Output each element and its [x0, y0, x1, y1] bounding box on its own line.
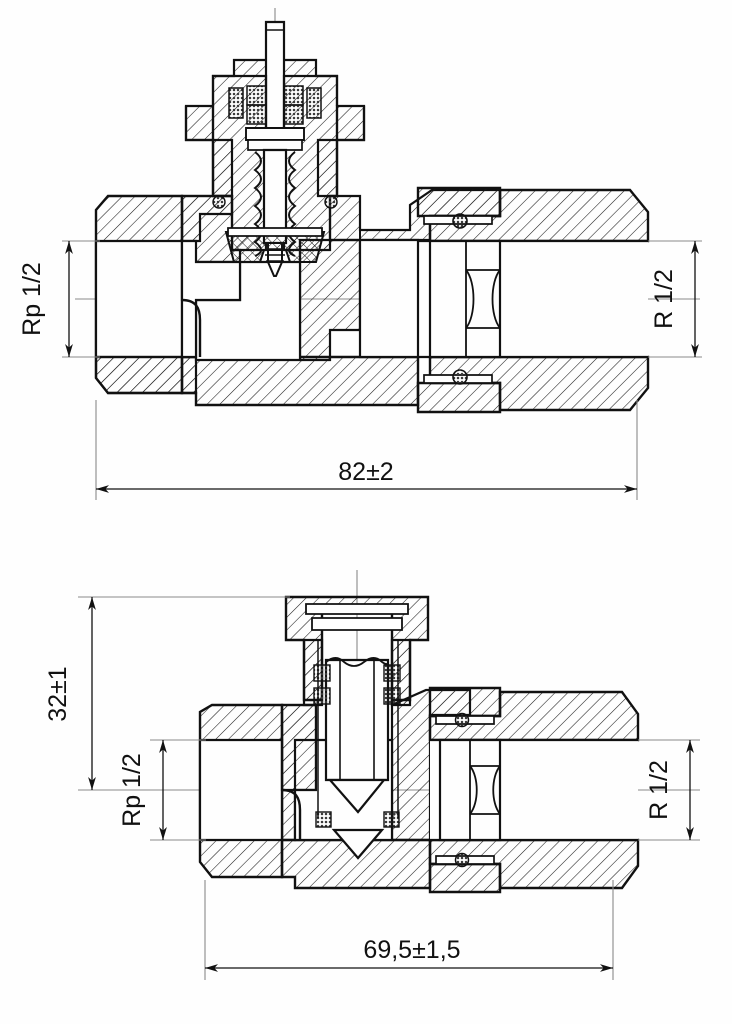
upper-valve-body [94, 186, 650, 414]
length-dimension-upper: 82±2 [338, 458, 393, 486]
lower-left-socket-bore [198, 738, 284, 842]
upper-bonnet-assembly [184, 20, 366, 277]
lower-insert-waist-right [492, 765, 501, 815]
length-dimension-lower: 69,5±1,5 [363, 936, 460, 964]
lower-union-nut-upper [428, 686, 502, 718]
lower-stem-column [324, 658, 390, 782]
lower-cap-rail-mid [311, 617, 403, 631]
upper-left-socket-bore [94, 239, 184, 359]
upper-insert-waist-right [491, 269, 501, 329]
lower-dim-height: 32±1 [44, 596, 290, 791]
thread-label-r-half-lower: R 1/2 [645, 760, 673, 820]
lower-cap-assembly [284, 595, 430, 860]
upper-dim-rp-half: Rp 1/2 [18, 240, 100, 358]
upper-union-nut-lower [416, 381, 502, 414]
upper-seal-retainer [227, 227, 323, 237]
upper-packing-ring-5 [228, 87, 244, 119]
upper-bonnet-flange-right [335, 104, 366, 142]
lower-union-nut-lower [428, 862, 502, 894]
upper-packing-ring-2 [246, 104, 267, 125]
lower-insert-waist-left [469, 765, 478, 815]
upper-insert-sleeve-ribs [465, 241, 500, 357]
upper-bonnet-oring-left [212, 195, 226, 209]
upper-gland-washer [245, 127, 305, 141]
lower-throat-curve [281, 788, 302, 840]
thread-label-rp-half-upper: Rp 1/2 [18, 262, 46, 336]
upper-dim-length: 82±2 [95, 400, 638, 500]
upper-valve-seal-disc [224, 231, 326, 263]
upper-bonnet-boss-left [233, 59, 267, 77]
lower-stem-oring-2 [313, 687, 331, 705]
upper-oring-bottom [452, 369, 468, 385]
lower-flow-plug-cone [331, 828, 385, 860]
upper-sectional-view: Rp 1/2 R 1/2 82±2 [18, 8, 702, 500]
upper-left-passage [180, 239, 242, 359]
lower-dim-r-half: R 1/2 [638, 739, 700, 841]
lower-stem-oring-5 [315, 811, 332, 828]
lower-dim-rp-half: Rp 1/2 [118, 739, 206, 841]
lower-valve-body [198, 686, 640, 894]
lower-oring-top [454, 712, 470, 728]
lower-stem-column-lines [339, 660, 375, 780]
upper-outlet-chamber [358, 238, 420, 359]
upper-body-bottom-slab [180, 355, 420, 407]
lower-insert-sleeve-ribs [469, 740, 500, 840]
upper-packing-ring-1 [246, 85, 267, 106]
lower-stem-cone-tip [327, 778, 387, 814]
lower-sectional-view: 32±1 Rp 1/2 R 1/2 69,5±1,5 [44, 570, 700, 980]
lower-stem-top-wave [325, 657, 389, 667]
upper-throat-curve [181, 298, 202, 357]
upper-stem-cone-tip [266, 261, 284, 277]
upper-packing-ring-6 [306, 87, 322, 119]
upper-packing-stack [228, 85, 322, 125]
lower-stem-oring-3 [383, 664, 401, 682]
upper-union-nut-upper [416, 186, 502, 218]
upper-gland-washer-2 [247, 139, 303, 151]
thread-label-rp-half-lower: Rp 1/2 [118, 753, 146, 827]
upper-bonnet-oring-right [324, 195, 338, 209]
upper-bonnet-flange-left [184, 104, 215, 142]
lower-cap-rail-top [305, 603, 409, 615]
upper-insert-sleeve [428, 239, 502, 359]
upper-dimensions: Rp 1/2 R 1/2 82±2 [18, 240, 702, 500]
lower-cap-guides [317, 640, 399, 818]
upper-packing-ring-4 [283, 104, 304, 125]
lower-dimensions: 32±1 Rp 1/2 R 1/2 69,5±1,5 [44, 596, 700, 980]
lower-dim-length: 69,5±1,5 [204, 880, 614, 980]
lower-stem-oring-1 [313, 664, 331, 682]
lower-stem-oring-4 [383, 687, 401, 705]
lower-oring-bottom [454, 852, 470, 868]
upper-bonnet-outline [184, 58, 366, 196]
thread-label-r-half-upper: R 1/2 [650, 269, 678, 329]
upper-bonnet-boss-right [283, 59, 317, 77]
upper-insert-waist-left [465, 269, 475, 329]
upper-dim-r-half: R 1/2 [648, 240, 702, 358]
lower-stem-oring-6 [383, 811, 400, 828]
upper-packing-ring-3 [283, 85, 304, 106]
height-dimension-lower: 32±1 [44, 666, 72, 721]
upper-oring-top [452, 213, 468, 229]
